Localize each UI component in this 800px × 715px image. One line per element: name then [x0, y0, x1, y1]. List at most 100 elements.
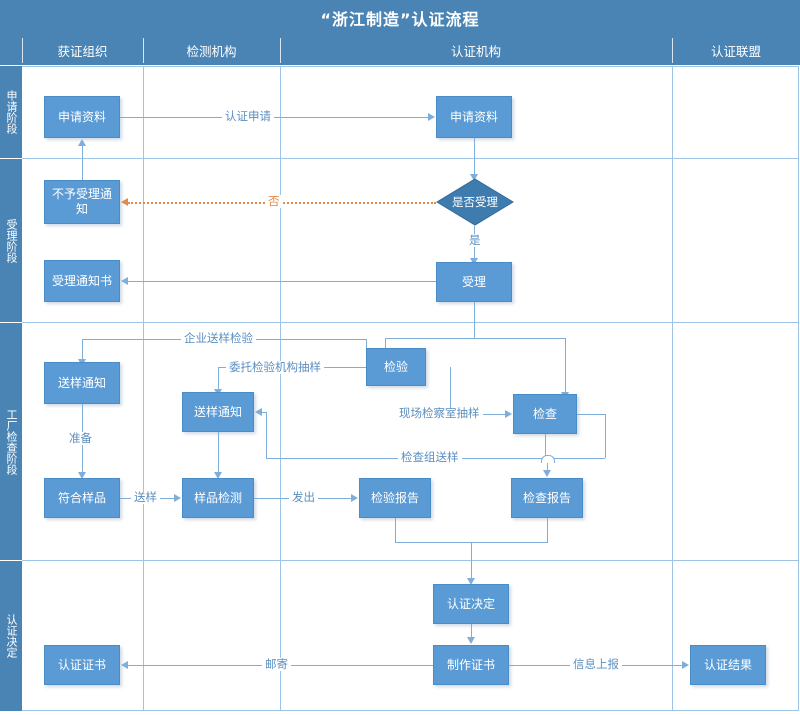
arrow-decision-yes	[470, 258, 478, 265]
edge-label-group-sample: 检查组送样	[398, 451, 462, 464]
edge-label-prepare: 准备	[66, 432, 95, 445]
column-header-certbody: 认证机构	[450, 44, 501, 59]
edge-entrust-down	[218, 367, 219, 391]
header-divider-2	[143, 38, 144, 63]
arrow-issue	[351, 494, 358, 502]
arrow-mail	[121, 661, 128, 669]
arrow-report-up	[682, 661, 689, 669]
edge-label-mail: 邮寄	[262, 658, 291, 671]
edge-label-onsite: 现场检察室抽样	[396, 407, 483, 420]
edge-certmaterial-to-decision	[474, 138, 475, 176]
edge-label-report-up: 信息上报	[570, 658, 622, 671]
arrow-send-sample	[174, 494, 181, 502]
grid-line-phase-bottom	[22, 710, 798, 711]
arrow-accept-to-notice	[121, 277, 128, 285]
node-decision-accept[interactable]: 是否受理	[436, 178, 514, 226]
edge-label-send-sample: 送样	[131, 491, 160, 504]
node-accept[interactable]: 受理	[436, 262, 512, 302]
edge-accept-to-notice	[128, 281, 436, 282]
node-sample-notice-org[interactable]: 送样通知	[44, 362, 120, 404]
node-cert-decision[interactable]: 认证决定	[433, 584, 509, 624]
header-divider-3	[280, 38, 281, 63]
edge-merge-to-decision	[471, 542, 472, 580]
node-sample-test[interactable]: 样品检测	[182, 478, 254, 518]
arrow-merge-to-decision	[467, 578, 475, 585]
edge-notice-to-test	[218, 432, 219, 474]
grid-line-right-frame	[798, 66, 799, 711]
arrow-onsite	[505, 410, 512, 418]
grid-line-col-3	[672, 66, 673, 711]
arrow-notice-to-test	[214, 472, 222, 479]
grid-line-col-1	[143, 66, 144, 711]
edge-label-apply: 认证申请	[222, 110, 274, 123]
edge-apply-to-cert	[120, 117, 428, 118]
header-divider-4	[672, 38, 673, 63]
node-check[interactable]: 检查	[513, 394, 577, 434]
edge-onsite-riser	[450, 367, 451, 407]
arrow-check-to-report	[543, 470, 551, 477]
header-divider-1	[22, 38, 23, 63]
edge-accept-split-left	[385, 338, 386, 354]
line-jump-icon	[541, 455, 555, 463]
edge-label-issue: 发出	[289, 491, 318, 504]
node-make-certificate[interactable]: 制作证书	[433, 645, 509, 685]
edge-check-loop-bottom	[547, 458, 605, 459]
phase-band-accept	[0, 159, 22, 322]
phase-label-decide: 认证决定	[5, 614, 18, 658]
arrow-decision-no	[121, 198, 128, 206]
node-apply-material-org[interactable]: 申请资料	[44, 96, 120, 138]
edge-accept-split-right	[565, 338, 566, 394]
column-header-org: 获证组织	[57, 44, 108, 59]
edge-reject-to-apply	[82, 145, 83, 180]
phase-band-apply	[0, 66, 22, 158]
phase-label-factory: 工厂检查阶段	[5, 408, 18, 475]
arrow-prepare	[78, 472, 86, 479]
edge-check-to-report	[547, 458, 548, 472]
edge-check-loop-right	[605, 414, 606, 458]
node-cert-result[interactable]: 认证结果	[690, 645, 766, 685]
edge-check-loop-top	[577, 414, 605, 415]
edge-label-self-sample: 企业送样检验	[181, 332, 256, 345]
arrow-group-sample	[255, 408, 262, 416]
page-title: “浙江制造”认证流程	[0, 0, 800, 36]
edge-testreport-down	[395, 518, 396, 542]
edge-group-sample-riser	[545, 434, 546, 458]
phase-label-accept: 受理阶段	[5, 218, 18, 263]
arrow-certmaterial-to-decision	[470, 174, 478, 181]
grid-line-col-2	[280, 66, 281, 711]
node-test-report[interactable]: 检验报告	[359, 478, 431, 518]
grid-line-phase-2	[22, 322, 798, 323]
edge-label-no: 否	[265, 195, 283, 208]
arrow-reject-to-apply	[78, 139, 86, 146]
edge-label-entrust: 委托检验机构抽样	[226, 361, 324, 374]
column-header-alliance: 认证联盟	[710, 44, 761, 59]
edge-accept-down	[474, 302, 475, 338]
column-header-testing: 检测机构	[186, 44, 237, 59]
node-sample-notice-testing[interactable]: 送样通知	[182, 392, 254, 432]
node-inspection[interactable]: 检验	[366, 348, 426, 386]
node-qualified-sample[interactable]: 符合样品	[44, 478, 120, 518]
node-accept-notice[interactable]: 受理通知书	[44, 260, 120, 302]
phase-band-factory	[0, 323, 22, 560]
node-reject-notice[interactable]: 不予受理通知	[44, 180, 120, 224]
edge-checkreport-down	[547, 518, 548, 542]
edge-group-sample-into-notice	[262, 412, 267, 413]
grid-line-phase-top	[22, 66, 798, 67]
edge-self-sample-down	[82, 339, 83, 361]
edge-group-sample-up	[266, 412, 267, 458]
edge-accept-split	[385, 338, 565, 339]
grid-line-phase-3	[22, 560, 798, 561]
arrow-decision-to-make	[467, 637, 475, 644]
edge-decision-to-make	[471, 624, 472, 639]
node-check-report[interactable]: 检查报告	[511, 478, 583, 518]
node-decision-label: 是否受理	[452, 195, 498, 209]
edge-label-yes: 是	[466, 234, 484, 247]
grid-line-phase-1	[22, 158, 798, 159]
column-header-band	[0, 36, 800, 65]
arrow-apply-to-cert	[428, 113, 435, 121]
phase-band-decide	[0, 561, 22, 711]
node-apply-material-cert[interactable]: 申请资料	[436, 96, 512, 138]
node-certificate[interactable]: 认证证书	[44, 645, 120, 685]
phase-label-apply: 申请阶段	[5, 90, 18, 134]
